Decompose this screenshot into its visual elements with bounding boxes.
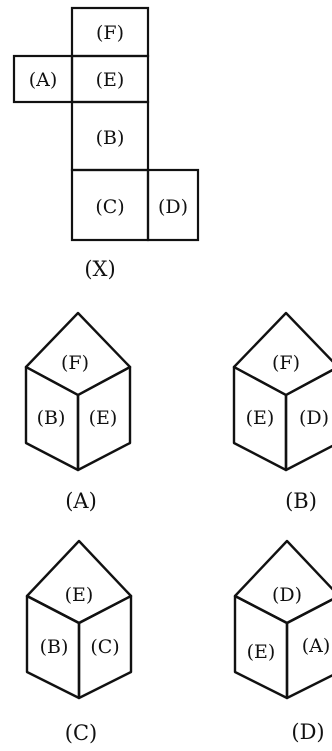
option-b-left-label: (E) (246, 407, 275, 429)
net-label-c: (C) (95, 196, 124, 218)
option-d-top-face (233, 539, 332, 625)
net-label-a: (A) (29, 69, 58, 91)
option-b-right-face (284, 368, 332, 472)
cube-net: (F) (A) (E) (B) (C) (D) (X) (12, 6, 200, 281)
option-d-right-label: (A) (302, 635, 331, 657)
option-a-right-face (76, 365, 132, 472)
option-a-top-label: (F) (61, 352, 89, 374)
option-b-top-label: (F) (272, 352, 300, 374)
option-d-cube[interactable]: (D) (E) (A) (D) (233, 539, 332, 744)
option-d-left-label: (E) (247, 641, 276, 663)
option-b-caption: (B) (285, 489, 317, 513)
option-d-right-face (285, 598, 332, 700)
option-a-right-label: (E) (89, 407, 118, 429)
option-c-cube[interactable]: (E) (B) (C) (C) (25, 539, 133, 745)
net-label-b: (B) (96, 127, 125, 149)
option-c-right-face (77, 594, 133, 700)
net-label-e: (E) (96, 69, 125, 91)
option-c-caption: (C) (65, 721, 97, 745)
option-c-left-label: (B) (40, 636, 69, 658)
option-b-cube[interactable]: (F) (E) (D) (B) (232, 311, 332, 513)
option-b-right-label: (D) (299, 407, 329, 429)
option-c-top-face (25, 539, 133, 625)
option-d-top-label: (D) (272, 584, 302, 606)
option-a-left-label: (B) (37, 407, 66, 429)
option-c-right-label: (C) (90, 636, 119, 658)
option-a-cube[interactable]: (F) (B) (E) (A) (24, 311, 132, 513)
option-d-caption: (D) (291, 720, 324, 744)
option-a-caption: (A) (65, 489, 97, 513)
net-label-d: (D) (158, 196, 188, 218)
option-c-top-label: (E) (65, 584, 94, 606)
net-square-d (146, 168, 200, 242)
net-caption: (X) (84, 257, 115, 281)
net-label-f: (F) (96, 22, 124, 44)
